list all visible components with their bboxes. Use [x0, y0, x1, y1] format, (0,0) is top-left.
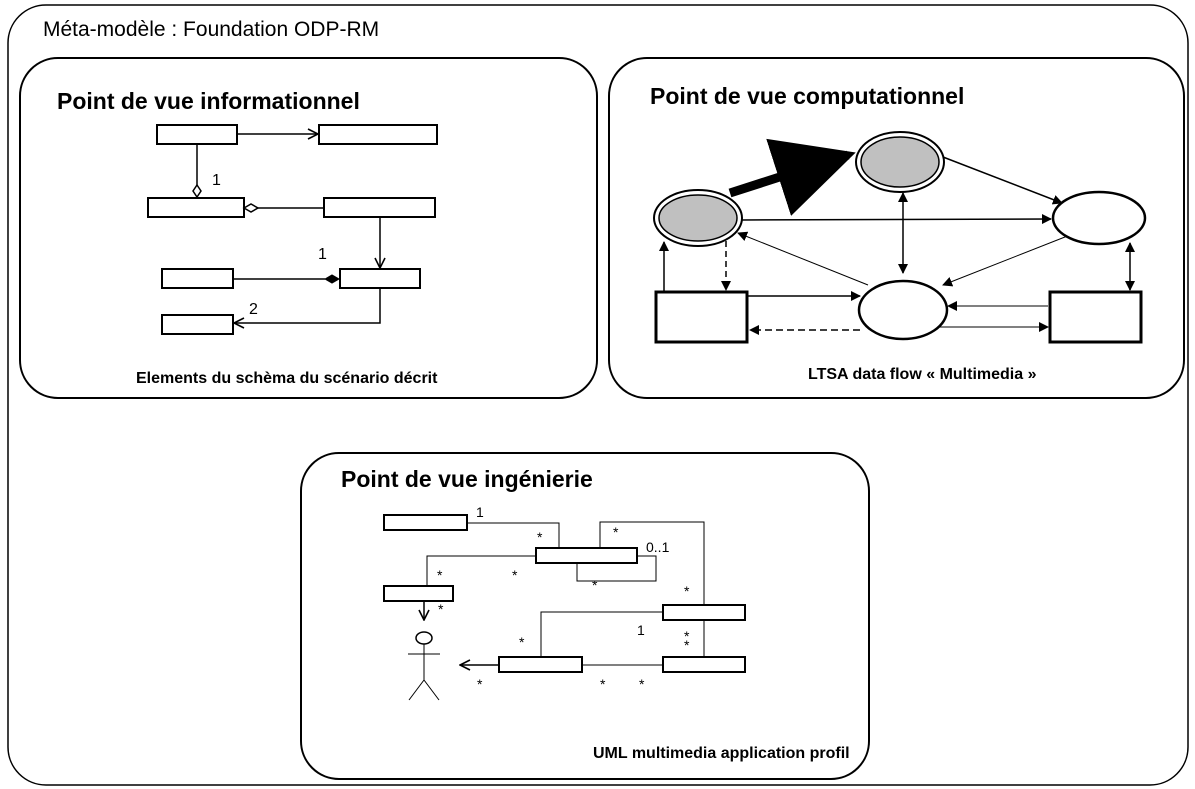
outer-title: Méta-modèle : Foundation ODP-RM	[43, 18, 379, 41]
multiplicity-label: *	[684, 583, 690, 599]
data-store-box	[654, 290, 749, 344]
engineering-caption: UML multimedia application profil	[593, 745, 850, 762]
multiplicity-label: *	[437, 567, 443, 583]
multiplicity-label: *	[438, 601, 444, 617]
computational-frame	[608, 57, 1185, 399]
multiplicity-label: 1	[637, 622, 645, 638]
outer-frame	[7, 4, 1189, 786]
multiplicity-label: 1	[318, 246, 327, 263]
class-box	[535, 547, 638, 564]
multiplicity-label: *	[512, 567, 518, 583]
data-store-box	[1048, 290, 1143, 344]
multiplicity-label: 1	[476, 504, 484, 520]
class-box	[147, 197, 245, 218]
class-box	[323, 197, 436, 218]
multiplicity-label: 2	[249, 301, 258, 318]
multiplicity-label: *	[519, 634, 525, 650]
multiplicity-label: *	[684, 637, 690, 653]
multiplicity-label: *	[592, 577, 598, 593]
informational-frame	[19, 57, 598, 399]
association-link	[599, 521, 705, 605]
multiplicity-label: *	[613, 524, 619, 540]
association-link	[467, 522, 560, 548]
flow-arrow	[942, 234, 1071, 287]
class-box	[161, 314, 234, 335]
aggregation-diamond	[192, 183, 202, 199]
flow-arrow	[741, 214, 1052, 225]
process-node-active-inner	[860, 136, 940, 188]
process-node	[857, 279, 949, 341]
multiplicity-label: *	[537, 529, 543, 545]
class-box	[318, 124, 438, 145]
association-link	[540, 611, 663, 657]
computational-panel: Point de vue computationnel LTSA data fl…	[608, 57, 1185, 399]
flow-arrow	[942, 156, 1063, 205]
multiplicity-label: *	[684, 628, 690, 644]
multiplicity-label: *	[639, 676, 645, 692]
engineering-title: Point de vue ingénierie	[341, 466, 593, 492]
composition-diamond	[323, 274, 341, 284]
class-box	[339, 268, 421, 289]
multiplicity-label: *	[477, 676, 483, 692]
class-box	[498, 656, 583, 673]
class-box	[662, 656, 746, 673]
aggregation-diamond	[242, 203, 260, 213]
informational-caption: Elements du schèma du scénario décrit	[136, 370, 438, 387]
actor-icon	[408, 631, 440, 701]
engineering-frame	[300, 452, 870, 780]
multiplicity-label: 1	[212, 172, 221, 189]
multiplicity-label: 0..1	[646, 539, 670, 555]
informational-panel: Point de vue informationnel 1 1 2 Elemen…	[19, 57, 598, 399]
class-box	[156, 124, 238, 145]
engineering-panel: Point de vue ingénierie 1 * * 0..1 *	[300, 452, 870, 780]
association-arrow	[234, 288, 381, 323]
process-node	[1051, 190, 1147, 246]
flow-arrow	[737, 231, 869, 286]
class-box	[161, 268, 234, 289]
informational-title: Point de vue informationnel	[57, 88, 360, 114]
process-node-active-inner	[658, 194, 738, 242]
class-box	[383, 585, 454, 602]
bold-flow-arrow	[728, 138, 856, 216]
association-link	[426, 555, 536, 586]
class-box	[662, 604, 746, 621]
class-box	[383, 514, 468, 531]
computational-title: Point de vue computationnel	[650, 83, 964, 109]
association-link	[576, 555, 657, 582]
computational-caption: LTSA data flow « Multimedia »	[808, 366, 1037, 383]
multiplicity-label: *	[600, 676, 606, 692]
